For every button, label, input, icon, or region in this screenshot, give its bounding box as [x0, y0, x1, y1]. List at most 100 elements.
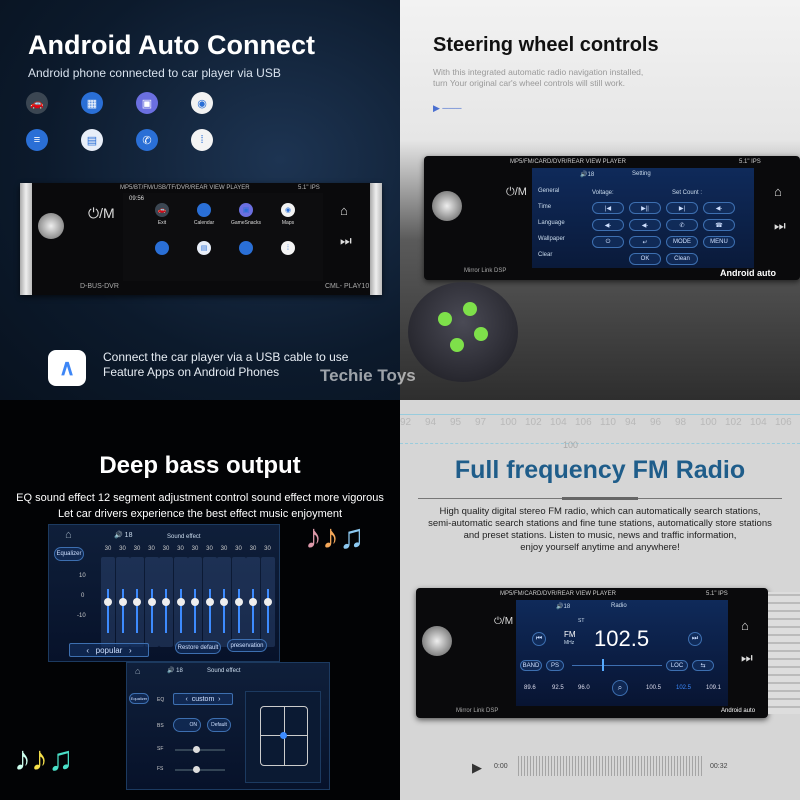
eq-band-slider[interactable]: 30: [144, 546, 159, 647]
home-button[interactable]: ⌂: [741, 618, 749, 633]
preset-station[interactable]: 92.5: [552, 685, 564, 691]
loc-button[interactable]: LOC: [666, 660, 688, 671]
messages-icon[interactable]: ≡: [155, 241, 169, 255]
home-icon[interactable]: ⌂: [135, 666, 141, 676]
eq-band-slider[interactable]: 30: [188, 546, 202, 647]
next-button[interactable]: ⏭: [774, 218, 786, 233]
equalizer-button[interactable]: Equalizer: [54, 547, 84, 561]
maps-icon[interactable]: ◉: [281, 203, 295, 217]
steering-key-button[interactable]: ▶||: [629, 202, 661, 214]
audio-waveform[interactable]: [518, 756, 704, 776]
prev-station-button[interactable]: ⏮: [532, 632, 546, 646]
home-icon[interactable]: ⌂: [65, 529, 72, 541]
podcasts-icon[interactable]: ⁞: [191, 129, 213, 151]
eq-band-slider[interactable]: 30: [217, 546, 231, 647]
eq-preset-selector[interactable]: ‹ custom ›: [173, 693, 233, 705]
steering-key-button[interactable]: ⏻: [592, 236, 624, 248]
calendar-icon[interactable]: ▦: [81, 92, 103, 114]
podcasts-icon[interactable]: ⁞: [281, 241, 295, 255]
seat-balance-grid[interactable]: [245, 691, 321, 783]
gamesnacks-icon[interactable]: ▣: [136, 92, 158, 114]
slider-knob[interactable]: [234, 598, 243, 606]
steering-key-button[interactable]: ↵: [629, 236, 661, 248]
messages-icon[interactable]: ≡: [26, 129, 48, 151]
phone-icon[interactable]: ✆: [239, 241, 253, 255]
news-icon[interactable]: ▤: [81, 129, 103, 151]
preservation-button[interactable]: preservation: [227, 639, 267, 652]
calendar-icon[interactable]: ▦: [197, 203, 211, 217]
volume-knob[interactable]: [432, 191, 462, 221]
eq-band-slider[interactable]: 30: [159, 546, 173, 647]
preset-station[interactable]: 96.0: [578, 685, 590, 691]
tuning-bar[interactable]: [572, 659, 662, 671]
slider-knob[interactable]: [162, 598, 170, 606]
settings-menu-item[interactable]: Language: [538, 220, 565, 226]
slider-knob[interactable]: [220, 598, 228, 606]
eq-band-slider[interactable]: 30: [231, 546, 246, 647]
preset-station[interactable]: 100.5: [646, 685, 662, 691]
steering-key-button[interactable]: ◀-: [703, 202, 735, 214]
eq-band-slider[interactable]: 30: [101, 546, 115, 647]
play-button[interactable]: ▶: [472, 760, 482, 775]
remote-button[interactable]: [474, 327, 488, 341]
settings-menu-item[interactable]: Wallpaper: [538, 236, 565, 242]
fs-slider[interactable]: [175, 766, 225, 773]
slider-knob[interactable]: [118, 598, 127, 606]
preset-station[interactable]: 89.6: [524, 685, 536, 691]
power-mode-button[interactable]: ⏻/M: [494, 616, 514, 627]
slider-knob[interactable]: [191, 598, 199, 606]
eq-band-slider[interactable]: 30: [115, 546, 130, 647]
volume-knob[interactable]: [422, 626, 452, 656]
slider-knob[interactable]: [176, 598, 185, 606]
steering-key-button[interactable]: ✆: [666, 219, 698, 231]
bass-toggle[interactable]: ON: [173, 718, 201, 732]
preset-selector[interactable]: ‹ popular ›: [69, 643, 149, 657]
volume-knob[interactable]: [38, 213, 64, 239]
home-button[interactable]: ⌂: [774, 184, 782, 199]
balance-point[interactable]: [280, 732, 287, 739]
slider-knob[interactable]: [249, 598, 257, 606]
eq-band-slider[interactable]: 30: [246, 546, 260, 647]
steering-key-button[interactable]: |◀: [592, 202, 624, 214]
eq-band-slider[interactable]: 30: [260, 546, 275, 647]
next-station-button[interactable]: ⏭: [688, 632, 702, 646]
gamesnacks-icon[interactable]: ▣: [239, 203, 253, 217]
settings-menu-item[interactable]: Clear: [538, 252, 553, 258]
settings-menu-item[interactable]: Time: [538, 204, 552, 210]
search-button[interactable]: ⌕: [612, 680, 628, 696]
settings-menu-item[interactable]: General: [538, 188, 560, 194]
default-button[interactable]: Default: [207, 718, 231, 732]
slider-knob[interactable]: [205, 598, 214, 606]
remote-button[interactable]: [438, 312, 452, 326]
remote-button[interactable]: [463, 302, 477, 316]
equalizer-button[interactable]: Equalizer: [129, 693, 149, 704]
preset-station[interactable]: 109.1: [706, 685, 722, 691]
remote-button[interactable]: [450, 338, 464, 352]
power-mode-button[interactable]: ⏻/M: [506, 186, 527, 198]
next-button[interactable]: ⏭: [741, 650, 753, 665]
maps-icon[interactable]: ◉: [191, 92, 213, 114]
next-button[interactable]: ⏭: [340, 233, 352, 248]
restore-default-button[interactable]: Restore default: [175, 641, 221, 654]
car-icon[interactable]: 🚗: [155, 203, 169, 217]
car-icon[interactable]: 🚗: [26, 92, 48, 114]
slider-knob[interactable]: [263, 598, 272, 606]
eq-band-slider[interactable]: 30: [173, 546, 188, 647]
preset-station[interactable]: 102.5: [676, 685, 692, 691]
band-button[interactable]: BAND: [520, 660, 542, 671]
steering-key-button[interactable]: OK: [629, 253, 661, 265]
eq-band-slider[interactable]: 30: [130, 546, 144, 647]
sf-slider[interactable]: [175, 746, 225, 753]
news-icon[interactable]: ▤: [197, 241, 211, 255]
steering-key-button[interactable]: Clean: [666, 253, 698, 265]
steering-key-button[interactable]: ◀-: [629, 219, 661, 231]
steering-key-button[interactable]: MENU: [703, 236, 735, 248]
power-mode-button[interactable]: ⏻/M: [88, 205, 115, 221]
scan-button[interactable]: ⇆: [692, 660, 714, 671]
home-button[interactable]: ⌂: [340, 203, 348, 218]
steering-key-button[interactable]: ▶|: [666, 202, 698, 214]
phone-icon[interactable]: ✆: [136, 129, 158, 151]
steering-key-button[interactable]: ◀-: [592, 219, 624, 231]
ps-button[interactable]: PS: [546, 660, 564, 671]
slider-knob[interactable]: [147, 598, 156, 606]
